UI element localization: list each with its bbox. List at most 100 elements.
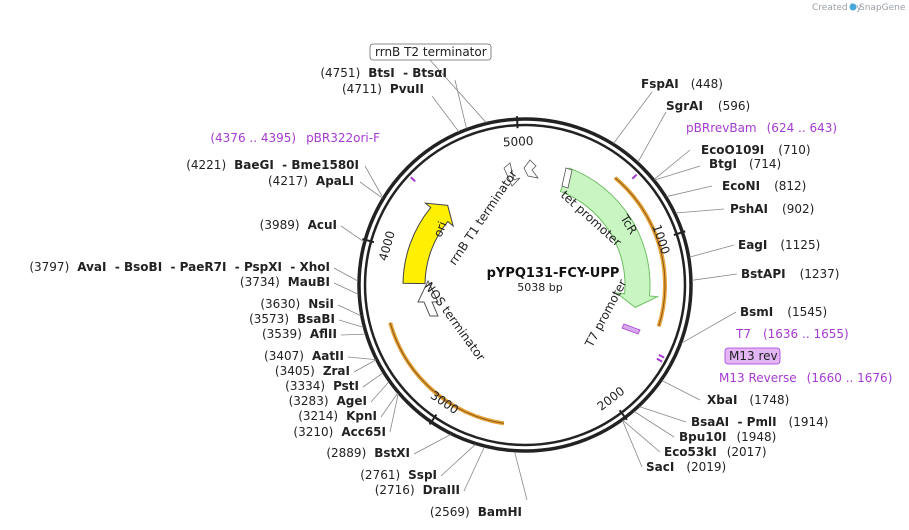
ori-label: ori <box>431 219 450 239</box>
feature-layer <box>388 159 667 426</box>
primer-label: M13 Reverse(1660 .. 1676) <box>719 371 892 385</box>
enzyme-leader-line <box>440 444 476 477</box>
enzyme-label: (2889)BstXI <box>326 446 410 460</box>
rrnb-t2-terminator-label: rrnB T2 terminator <box>375 45 487 59</box>
enzyme-leader-line <box>359 181 383 199</box>
enzymes-right: FspAI(448) SgrAI(596) EcoO109I(710) BtgI… <box>641 77 839 474</box>
enzymes-left: (4751)BtsI - BtsαI (4711)PvuII (4221)Bae… <box>29 66 522 519</box>
enzyme-leader-line <box>691 273 738 281</box>
enzyme-label: (3989)AcuI <box>260 218 337 232</box>
enzyme-leader-line <box>622 420 643 468</box>
enzyme-label: (3407)AatII <box>264 349 344 363</box>
enzyme-leader-line <box>370 381 390 403</box>
enzyme-label: EcoO109I(710) <box>701 143 811 157</box>
enzyme-label: FspAI(448) <box>641 77 723 91</box>
backbone-outer <box>357 117 693 453</box>
enzyme-label: (4711)PvuII <box>342 82 424 96</box>
rrnb-t1-label: rrnB T1 terminator <box>446 167 520 267</box>
tet-promoter-icon <box>561 167 573 189</box>
plasmid-size: 5038 bp <box>517 281 562 294</box>
t7-site-marker <box>658 353 665 359</box>
enzyme-label: (3797)AvaI - BsoBI - PaeR7I - PspXI - Xh… <box>29 260 330 274</box>
nos-terminator-label: NOS terminator <box>422 280 488 364</box>
tick-mark <box>673 230 686 237</box>
enzyme-label: Bpu10I(1948) <box>679 430 776 444</box>
enzyme-leader-line <box>337 304 362 317</box>
tcr-feature-arrow <box>559 167 660 308</box>
primer-label: T7(1636 .. 1655) <box>735 327 849 341</box>
snapgene-logo-icon <box>849 3 857 11</box>
enzyme-label: (2716)DraIII <box>375 483 460 497</box>
rrnb-t2-terminator-box <box>369 43 492 61</box>
tick-label: 2000 <box>595 384 628 414</box>
tick-mark <box>428 414 438 426</box>
enzyme-label: (3539)AflII <box>262 327 337 341</box>
enzyme-label: (3573)BsaBI <box>249 312 335 326</box>
pbrrevbam-site-marker <box>631 173 638 180</box>
enzyme-leader-line <box>338 319 364 328</box>
enzyme-leader-line <box>431 95 460 132</box>
tick-mark <box>515 116 519 129</box>
enzyme-leader-line <box>514 451 528 501</box>
enzyme-label: BtgI(714) <box>709 157 781 171</box>
backbone-inner <box>363 123 687 447</box>
tick-label: 1000 <box>650 223 673 256</box>
enzyme-label: BsmI(1545) <box>740 305 827 319</box>
ori-feature-arrow <box>402 202 455 285</box>
nos-terminator-arrow-icon <box>417 279 439 317</box>
rrnb-t1-terminator-icon <box>503 162 521 187</box>
pbr322ori-site-marker <box>410 176 416 183</box>
enzyme-leader-line <box>689 244 735 258</box>
enzyme-leader-line <box>654 149 691 180</box>
t7-promoter-icon <box>621 323 641 335</box>
enzyme-label: (4221)BaeGI - Bme1580I <box>186 158 359 172</box>
enzyme-leader-line <box>333 267 359 282</box>
enzyme-leader-line <box>661 380 701 401</box>
enzyme-label: SacI(2019) <box>646 460 726 474</box>
enzyme-label: (3210)Acc65I <box>293 425 386 439</box>
enzyme-label: SgrAI(596) <box>666 99 750 113</box>
enzyme-label: EagI(1125) <box>738 238 820 252</box>
enzyme-leader-line <box>340 225 364 242</box>
rrnb-t2-terminator-icon <box>523 159 539 179</box>
tick-mark <box>618 409 628 421</box>
enzyme-label: BstAPI(1237) <box>741 267 839 281</box>
enzyme-leader-line <box>613 91 653 144</box>
enzyme-label: EcoNI(812) <box>722 179 806 193</box>
enzyme-label: (3405)ZraI <box>275 364 350 378</box>
tick-label: 4000 <box>376 229 398 262</box>
m13-site-marker <box>656 357 663 363</box>
m13-rev-box <box>724 347 781 365</box>
orange-feature-arc-left-edge <box>389 322 505 424</box>
enzyme-leader-line <box>622 420 661 453</box>
enzyme-label: (4751)BtsI - BtsαI <box>320 66 447 80</box>
enzyme-leader-line <box>389 393 399 433</box>
enzyme-leader-line <box>666 185 713 197</box>
enzyme-label: (4217)ApaLI <box>268 174 354 188</box>
enzyme-leader-line <box>637 111 667 163</box>
enzyme-label: (3283)AgeI <box>289 394 367 408</box>
enzyme-leader-line <box>429 59 487 123</box>
enzyme-leader-line <box>362 372 384 388</box>
enzyme-label: (3214)KpnI <box>298 409 377 423</box>
enzyme-leader-line <box>654 165 701 181</box>
enzyme-label: (3630)NsiI <box>260 297 334 311</box>
enzyme-leader-line <box>454 79 467 129</box>
enzyme-leader-line <box>639 406 687 423</box>
enzyme-leader-line <box>463 446 485 492</box>
tick-label: 5000 <box>503 134 534 149</box>
enzyme-label: (2761)SspI <box>360 468 437 482</box>
primer-label: M13 rev <box>729 349 778 363</box>
enzyme-label: Eco53kI(2017) <box>664 445 767 459</box>
enzyme-leader-line <box>675 208 725 214</box>
t7-promoter-label: T7 promoter <box>582 277 630 350</box>
enzyme-leader-line <box>633 411 675 438</box>
enzyme-leader-line <box>353 359 376 373</box>
enzyme-leader-line <box>347 356 376 361</box>
enzyme-label: PshAI(902) <box>730 202 814 216</box>
enzyme-label: (3334)PstI <box>285 379 359 393</box>
enzyme-label: (3734)MauBI <box>240 275 330 289</box>
enzyme-leader-line <box>333 282 359 295</box>
enzyme-leader-line <box>380 392 399 418</box>
